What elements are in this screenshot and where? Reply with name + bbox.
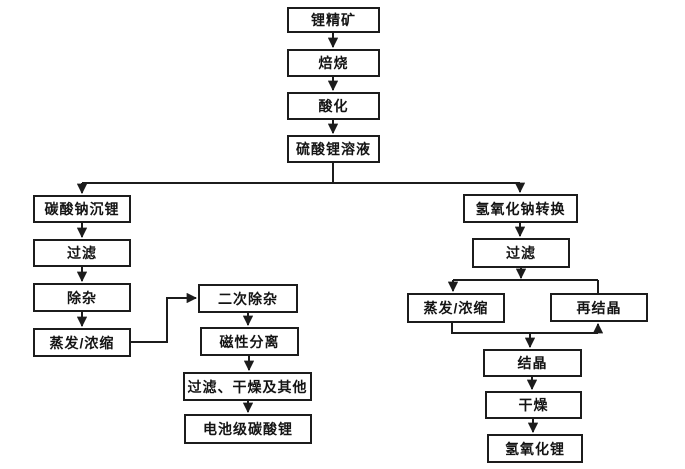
node-lithium-hydroxide: 氢氧化锂: [487, 434, 583, 463]
node-roasting: 焙烧: [287, 49, 380, 77]
node-impurity-removal: 除杂: [33, 283, 131, 312]
node-lithium-concentrate: 锂精矿: [287, 7, 380, 33]
connector-split-trunk: [82, 163, 520, 184]
node-filtration-right: 过滤: [472, 238, 570, 268]
node-drying: 干燥: [485, 391, 582, 419]
node-sodium-carbonate-precipitation: 碳酸钠沉锂: [33, 195, 131, 223]
node-recrystallization: 再结晶: [550, 293, 648, 322]
node-acidification: 酸化: [287, 92, 380, 120]
node-battery-grade-lithium-carbonate: 电池级碳酸锂: [184, 414, 312, 444]
node-magnetic-separation: 磁性分离: [200, 327, 299, 356]
node-evaporation-left: 蒸发/浓缩: [33, 328, 131, 357]
connector-rightsplit-bar: [453, 279, 599, 293]
connector-evaporation-secondary: [131, 292, 198, 343]
node-lithium-sulfate-solution: 硫酸锂溶液: [287, 135, 380, 163]
node-filtration-left: 过滤: [33, 239, 131, 267]
node-evaporation-right: 蒸发/浓缩: [407, 293, 505, 323]
node-filtration-drying-other: 过滤、干燥及其他: [183, 372, 312, 401]
connector-evaporation-bus: [451, 323, 598, 334]
node-crystallization: 结晶: [483, 349, 582, 377]
node-sodium-hydroxide-conversion: 氢氧化钠转换: [463, 194, 578, 223]
node-secondary-impurity-removal: 二次除杂: [198, 284, 298, 313]
